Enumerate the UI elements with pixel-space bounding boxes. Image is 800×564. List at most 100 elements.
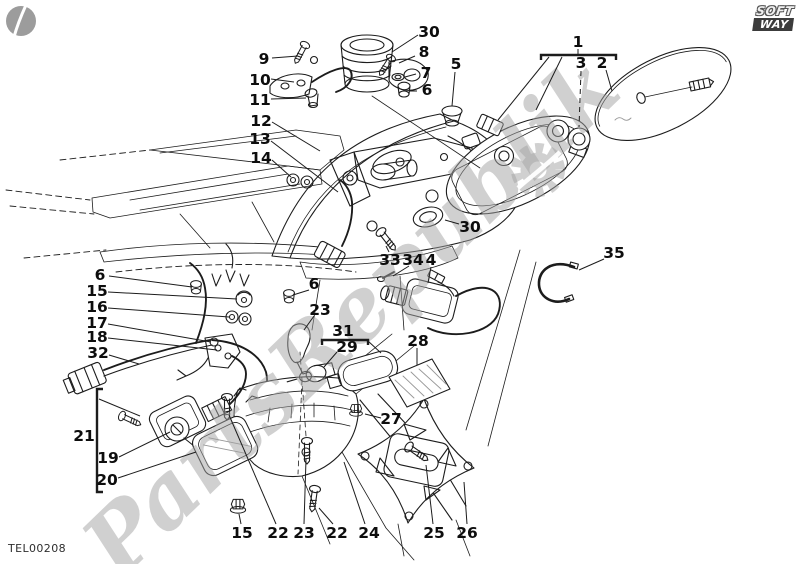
lens-screw	[636, 77, 715, 104]
softway-logo-top: SOFT	[755, 4, 795, 18]
callout-26: 26	[456, 481, 478, 542]
callout-25: 25	[423, 464, 445, 542]
body-plug	[476, 113, 504, 137]
connector-32	[62, 361, 107, 395]
watermark-swoosh	[516, 150, 562, 190]
part-number-label: 3	[576, 54, 587, 72]
softway-logo-bottom: WAY	[751, 18, 795, 31]
part-number-label: 31	[332, 322, 354, 340]
part-number-label: 22	[326, 524, 348, 542]
callout-15: 15	[86, 282, 238, 300]
washers-16	[225, 310, 252, 326]
part-number-label: 14	[250, 149, 272, 167]
callout-20: 20	[96, 451, 197, 489]
callout-18: 18	[86, 328, 218, 351]
taillight-lens	[594, 47, 732, 141]
part-number-label: 12	[250, 112, 272, 130]
part-number-label: 23	[293, 524, 315, 542]
gear-icon	[511, 143, 565, 197]
grommet-15	[235, 290, 253, 308]
callout-24: 24	[343, 461, 380, 542]
callout-10: 10	[249, 71, 295, 89]
screw-9	[290, 39, 312, 67]
part-number-label: 4	[426, 251, 437, 269]
part-number-label: 26	[456, 524, 478, 542]
harness-plug	[313, 240, 346, 269]
washer-pair-14	[286, 173, 314, 189]
callout-13: 13	[249, 130, 339, 193]
watermark: PartsRepublik	[60, 35, 639, 564]
callout-11: 11	[249, 91, 307, 109]
callout-35: 35	[578, 244, 625, 271]
callout-5: 5	[451, 55, 462, 107]
part-number-label: 1	[573, 33, 584, 51]
indicator-4	[373, 225, 501, 335]
callout-30: 30	[391, 23, 440, 53]
callout-19: 19	[97, 431, 171, 467]
part-number-label: 17	[86, 314, 108, 332]
signal-mount-bracket	[204, 333, 241, 369]
bulb-3	[567, 127, 591, 158]
callout-22: 22	[318, 507, 348, 542]
callout-16: 16	[86, 298, 230, 318]
part-number-label: 25	[423, 524, 445, 542]
body-clip	[461, 132, 481, 150]
callout-29: 29	[323, 338, 358, 368]
callout-32: 32	[87, 344, 140, 365]
callout-30: 30	[444, 218, 481, 236]
part-number-label: 28	[407, 332, 429, 350]
spade-connector	[427, 269, 446, 284]
callout-12: 12	[250, 112, 321, 152]
part-number-label: 22	[267, 524, 289, 542]
plate-holder-bracket	[357, 398, 475, 524]
screw-34	[376, 271, 395, 283]
part-number-label: 24	[358, 524, 380, 542]
part-number-label: 20	[96, 471, 118, 489]
part-number-label: 18	[86, 328, 108, 346]
signal-lens-20	[192, 415, 259, 477]
callout-6: 6	[410, 81, 432, 99]
bulb-19	[164, 416, 195, 447]
callout-1: 1	[497, 33, 618, 121]
globe-logo	[6, 3, 36, 39]
bulb-holder-29	[286, 362, 336, 383]
spacer-6	[397, 81, 411, 98]
part-number-label: 30	[459, 218, 481, 236]
part-number-label: 6	[309, 275, 320, 293]
part-number-label: 21	[73, 427, 95, 445]
callout-17: 17	[86, 314, 212, 343]
screw-23b	[299, 351, 314, 465]
callout-34: 34	[392, 251, 424, 277]
reflector-assembly	[286, 323, 451, 408]
part-number-label: 30	[418, 23, 440, 41]
part-number-label: 9	[259, 50, 270, 68]
part-number-label: 35	[603, 244, 625, 262]
wiring-harness	[62, 179, 354, 403]
callout-6: 6	[292, 275, 320, 296]
callout-27: 27	[364, 410, 402, 428]
callout-3: 3	[576, 54, 587, 128]
bracket-23	[287, 323, 311, 375]
washer-7	[391, 72, 405, 82]
rear-subframe	[5, 129, 357, 273]
part-number-label: 2	[597, 54, 608, 72]
callout-14: 14	[250, 149, 292, 178]
part-number-label: 7	[421, 64, 432, 82]
part-number-label: 8	[419, 43, 430, 61]
socket-ring-30	[412, 206, 444, 228]
callout-23: 23	[303, 301, 331, 331]
callout-28: 28	[407, 332, 429, 365]
callout-9: 9	[259, 50, 299, 68]
spade-terminals	[176, 269, 250, 381]
callout-15: 15	[231, 513, 253, 542]
lens-28	[388, 358, 451, 408]
part-number-label: 5	[451, 55, 462, 73]
part-number-label: 27	[380, 410, 402, 428]
callout-33: 33	[379, 245, 401, 269]
part-number-label: 34	[402, 251, 424, 269]
callout-22: 22	[228, 414, 289, 542]
cable-35	[537, 261, 579, 303]
